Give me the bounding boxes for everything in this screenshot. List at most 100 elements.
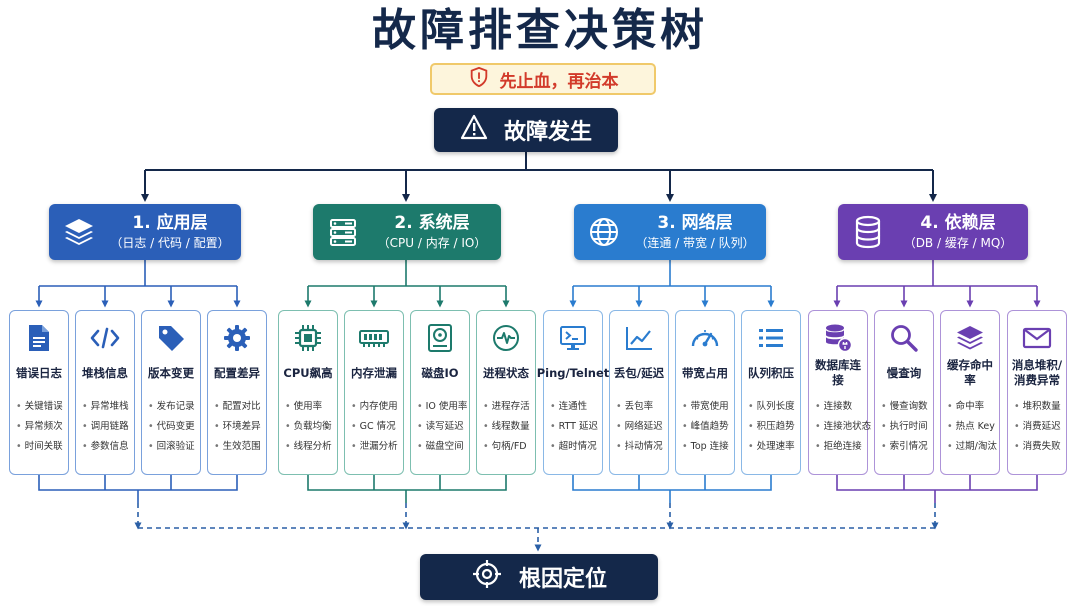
layer-system: 2. 系统层 （CPU / 内存 / IO） (313, 204, 501, 260)
card-item: 带宽使用 (676, 397, 734, 417)
card-item: 线程数量 (477, 417, 535, 437)
code-icon (89, 321, 121, 355)
database-icon (838, 215, 898, 249)
card-item: 消费失败 (1008, 437, 1066, 457)
card-item: 异常频次 (10, 417, 68, 437)
card-item: 消费延迟 (1008, 417, 1066, 437)
motto-banner: 先止血，再治本 (430, 63, 656, 95)
layer-subtitle: （CPU / 内存 / IO） (377, 236, 487, 250)
disk-icon (426, 321, 454, 355)
card-title: 队列积压 (748, 365, 794, 380)
card-item: Top 连接 (676, 437, 734, 457)
card-item: 时间关联 (10, 437, 68, 457)
card-item: 发布记录 (142, 397, 200, 417)
card-title: 配置差异 (214, 365, 260, 380)
card-title: 错误日志 (16, 365, 62, 380)
layer-subtitle: （日志 / 代码 / 配置） (110, 236, 230, 250)
cpu-icon (293, 321, 323, 355)
gear-icon (222, 321, 252, 355)
layer-title: 1. 应用层 (132, 213, 208, 233)
gauge-icon (689, 321, 721, 355)
card-queue-backlog: 队列积压 队列长度 积压趋势 处理速率 (741, 310, 801, 475)
card-item: 慢查询数 (875, 397, 933, 417)
mail-icon (1022, 321, 1052, 355)
document-icon (27, 321, 51, 355)
card-item: 命中率 (941, 397, 999, 417)
card-title: 磁盘IO (421, 365, 459, 380)
card-item: 连通性 (544, 397, 602, 417)
card-error-log: 错误日志 关键错误 异常频次 时间关联 (9, 310, 69, 475)
layer-application: 1. 应用层 （日志 / 代码 / 配置） (49, 204, 241, 260)
card-item: 生效范围 (208, 437, 266, 457)
stack-icon (955, 321, 985, 355)
card-item: 网络延迟 (610, 417, 668, 437)
card-item: GC 情况 (345, 417, 403, 437)
card-version-change: 版本变更 发布记录 代码变更 回滚验证 (141, 310, 201, 475)
line-chart-icon (624, 321, 654, 355)
layer-title: 4. 依赖层 (920, 213, 996, 233)
card-cache-hit-rate: 缓存命中率 命中率 热点 Key 过期/淘汰 (940, 310, 1000, 475)
card-config-diff: 配置差异 配置对比 环境差异 生效范围 (207, 310, 267, 475)
card-item: 负载均衡 (279, 417, 337, 437)
card-title: 数据库连接 (815, 358, 861, 387)
card-item: 连接数 (809, 397, 867, 417)
layer-subtitle: （连通 / 带宽 / 队列） (635, 236, 755, 250)
card-item: 线程分析 (279, 437, 337, 457)
card-item: 读写延迟 (411, 417, 469, 437)
card-item: 处理速率 (742, 437, 800, 457)
start-node: 故障发生 (434, 108, 618, 152)
card-item: 丢包率 (610, 397, 668, 417)
database-plug-icon (823, 321, 853, 355)
card-item: 异常堆栈 (76, 397, 134, 417)
card-item: 执行时间 (875, 417, 933, 437)
layer-title: 3. 网络层 (657, 213, 733, 233)
card-item: 堆积数量 (1008, 397, 1066, 417)
card-title: 带宽占用 (682, 365, 728, 380)
card-title: 消息堆积/消费异常 (1011, 358, 1063, 387)
pulse-icon (491, 321, 521, 355)
card-item: 峰值趋势 (676, 417, 734, 437)
card-title: 堆栈信息 (82, 365, 128, 380)
card-message-backlog: 消息堆积/消费异常 堆积数量 消费延迟 消费失败 (1007, 310, 1067, 475)
card-item: RTT 延迟 (544, 417, 602, 437)
card-bandwidth: 带宽占用 带宽使用 峰值趋势 Top 连接 (675, 310, 735, 475)
card-slow-query: 慢查询 慢查询数 执行时间 索引情况 (874, 310, 934, 475)
card-process-status: 进程状态 进程存活 线程数量 句柄/FD (476, 310, 536, 475)
card-item: 超时情况 (544, 437, 602, 457)
memory-icon (358, 321, 390, 355)
card-title: CPU飙高 (283, 365, 333, 380)
card-item: 内存使用 (345, 397, 403, 417)
card-item: 抖动情况 (610, 437, 668, 457)
card-cpu-spike: CPU飙高 使用率 负载均衡 线程分析 (278, 310, 338, 475)
card-item: 环境差异 (208, 417, 266, 437)
layer-subtitle: （DB / 缓存 / MQ） (903, 236, 1013, 250)
card-item: 拒绝连接 (809, 437, 867, 457)
card-db-connection: 数据库连接 连接数 连接池状态 拒绝连接 (808, 310, 872, 475)
card-item: 进程存活 (477, 397, 535, 417)
card-item: 泄漏分析 (345, 437, 403, 457)
card-item: 代码变更 (142, 417, 200, 437)
end-node-label: 根因定位 (518, 567, 607, 592)
card-item: 调用链路 (76, 417, 134, 437)
motto-text: 先止血，再治本 (499, 71, 619, 92)
card-item: 参数信息 (76, 437, 134, 457)
terminal-icon (558, 321, 588, 355)
card-title: Ping/Telnet (536, 365, 610, 380)
card-item: 关键错误 (10, 397, 68, 417)
card-memory-leak: 内存泄漏 内存使用 GC 情况 泄漏分析 (344, 310, 404, 475)
card-item: 连接池状态 (809, 417, 872, 437)
list-icon (756, 321, 786, 355)
card-item: 使用率 (279, 397, 337, 417)
card-item: 热点 Key (941, 417, 999, 437)
card-ping-telnet: Ping/Telnet 连通性 RTT 延迟 超时情况 (537, 310, 609, 475)
card-title: 缓存命中率 (947, 358, 993, 387)
end-node: 根因定位 (420, 554, 658, 600)
shield-alert-icon (468, 66, 490, 92)
target-icon (471, 558, 503, 596)
card-item: 磁盘空间 (411, 437, 469, 457)
page-title: 故障排查决策树 (372, 5, 708, 56)
card-disk-io: 磁盘IO IO 使用率 读写延迟 磁盘空间 (410, 310, 470, 475)
start-node-label: 故障发生 (503, 120, 592, 145)
card-item: IO 使用率 (411, 397, 469, 417)
